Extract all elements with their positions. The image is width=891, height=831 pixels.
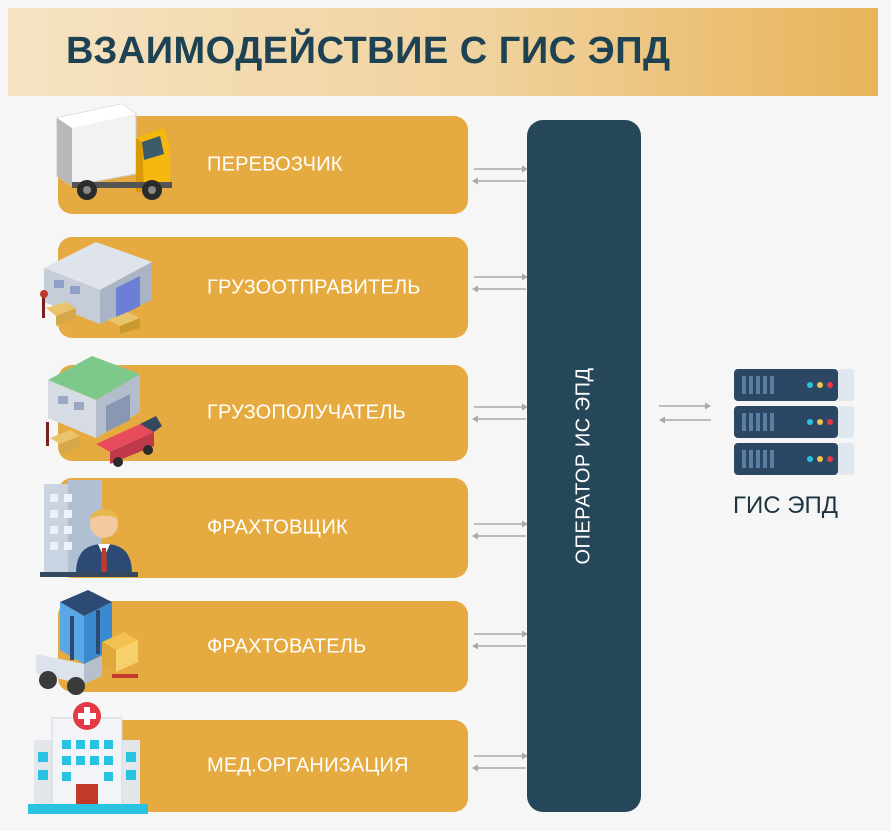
participant-label: ГРУЗОПОЛУЧАТЕЛЬ (207, 401, 406, 424)
exchange-arrows-4 (472, 520, 528, 540)
operator-column: ОПЕРАТОР ИС ЭПД (527, 120, 641, 812)
exchange-arrows-5 (472, 630, 528, 650)
page-title: ВЗАИМОДЕЙСТВИЕ С ГИС ЭПД (66, 30, 671, 72)
exchange-arrows-6 (472, 752, 528, 772)
exchange-arrows-3 (472, 403, 528, 423)
warehouse-icon (40, 242, 152, 334)
participant-label: ПЕРЕВОЗЧИК (207, 153, 343, 176)
participant-label: МЕД.ОРГАНИЗАЦИЯ (207, 754, 409, 777)
businessman-icon (40, 480, 138, 577)
operator-label: ОПЕРАТОР ИС ЭПД (572, 367, 595, 565)
warehouse-truck-icon (46, 356, 162, 467)
gis-exchange-arrows (659, 402, 711, 424)
server-icon (734, 369, 854, 475)
exchange-arrows-1 (472, 165, 528, 185)
hospital-icon (28, 702, 148, 814)
participant-label: ФРАХТОВАТЕЛЬ (207, 635, 367, 657)
header-banner: ВЗАИМОДЕЙСТВИЕ С ГИС ЭПД (8, 8, 878, 96)
participant-label: ФРАХТОВЩИК (207, 516, 348, 539)
truck-icon (56, 103, 172, 200)
forklift-icon (36, 590, 138, 695)
gis-label: ГИС ЭПД (733, 492, 838, 519)
exchange-arrows-2 (472, 273, 528, 293)
participant-label: ГРУЗООТПРАВИТЕЛЬ (207, 276, 421, 298)
